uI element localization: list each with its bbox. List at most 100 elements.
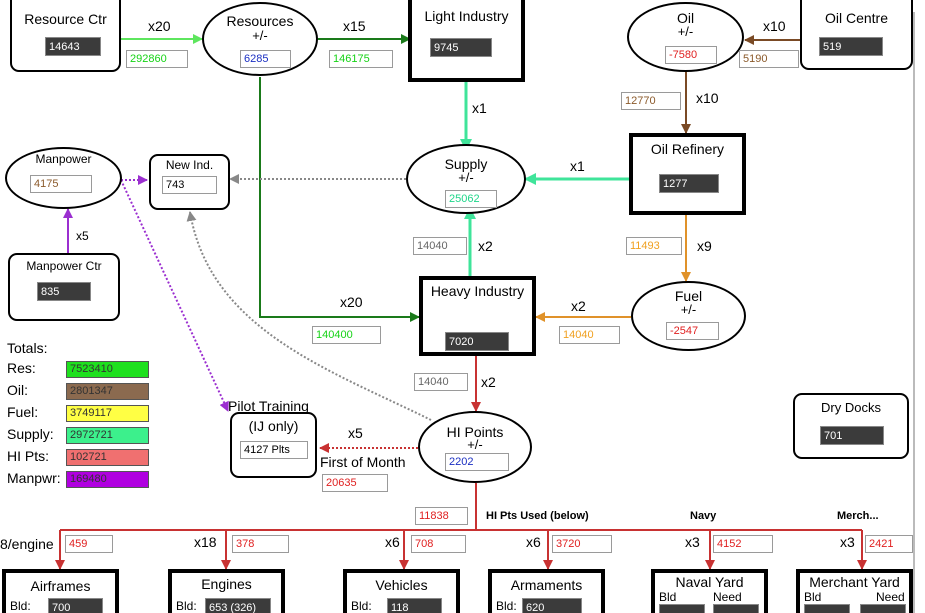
flow-oc-to-oil-value[interactable]: 5190	[739, 50, 799, 68]
resources-value[interactable]: 6285	[240, 50, 291, 68]
oil-centre-value[interactable]: 519	[819, 37, 883, 56]
naval-yard-node[interactable]: Naval Yard Bld Need	[651, 569, 768, 613]
totals-value[interactable]: 3749117	[66, 405, 149, 422]
fuel-value[interactable]: -2547	[666, 322, 719, 340]
totals-label: Oil:	[7, 382, 28, 398]
arrow-manpower-to-pilot-training	[120, 179, 229, 412]
airframes-bld-value[interactable]: 700	[48, 598, 103, 613]
dry-docks-node[interactable]: Dry Docks 701	[793, 393, 909, 459]
oil-plusminus: +/-	[677, 24, 694, 39]
totals-label: Manpwr:	[7, 470, 61, 486]
oil-centre-node[interactable]: Oil Centre 519	[800, 0, 913, 70]
manpower-ctr-value[interactable]: 835	[37, 282, 91, 301]
engines-node[interactable]: Engines Bld: 653 (326)	[168, 569, 285, 613]
flow-rc-to-res-mult: x20	[148, 18, 171, 34]
hi-points-title: HI Points	[446, 424, 504, 440]
vehicles-used-value[interactable]: 708	[411, 535, 466, 553]
airframes-title: Airframes	[30, 578, 91, 594]
resource-ctr-value[interactable]: 14643	[45, 37, 101, 56]
pilot-training-node[interactable]: (IJ only) 4127 Plts	[230, 412, 317, 478]
armaments-bld-label: Bld:	[496, 599, 517, 613]
engines-used-value[interactable]: 378	[232, 535, 289, 553]
hi-points-node[interactable]: HI Points +/- 2202	[418, 411, 532, 483]
oil-node[interactable]: Oil +/- -7580	[627, 2, 744, 72]
totals-value[interactable]: 2801347	[66, 383, 149, 400]
flow-rc-to-res-value[interactable]: 292860	[126, 50, 188, 68]
totals-label: HI Pts:	[7, 448, 50, 464]
armaments-node[interactable]: Armaments Bld: 620	[488, 569, 605, 613]
totals-value[interactable]: 102721	[66, 449, 149, 466]
light-industry-node[interactable]: Light Industry 9745	[408, 0, 525, 82]
engines-bld-value[interactable]: 653 (326)	[205, 598, 271, 613]
flow-hip-used-value[interactable]: 11838	[415, 507, 468, 525]
supply-node[interactable]: Supply +/- 25062	[406, 144, 526, 214]
fuel-title: Fuel	[674, 288, 703, 304]
manpower-value[interactable]: 4175	[30, 175, 92, 193]
vehicles-title: Vehicles	[375, 577, 428, 593]
armaments-used-value[interactable]: 3720	[552, 535, 612, 553]
heavy-industry-value[interactable]: 7020	[445, 332, 509, 351]
armaments-mult: x6	[526, 534, 541, 550]
vehicles-mult: x6	[385, 534, 400, 550]
flow-hi-to-supply-mult: x2	[478, 238, 493, 254]
oil-refinery-value[interactable]: 1277	[659, 174, 719, 193]
manpower-node[interactable]: Manpower 4175	[5, 147, 122, 209]
manpower-ctr-node[interactable]: Manpower Ctr 835	[8, 253, 120, 321]
armaments-bld-value[interactable]: 620	[522, 598, 582, 613]
flow-oil-to-ref-mult: x10	[696, 90, 719, 106]
manpower-title: Manpower	[35, 152, 92, 166]
resources-node[interactable]: Resources +/- 6285	[202, 2, 318, 76]
new-ind-value[interactable]: 743	[162, 176, 217, 194]
new-ind-node[interactable]: New Ind. 743	[149, 154, 230, 210]
totals-value[interactable]: 7523410	[66, 361, 149, 378]
pilot-training-value[interactable]: 4127 Plts	[240, 441, 308, 459]
engines-bld-label: Bld:	[176, 599, 197, 613]
oil-value[interactable]: -7580	[665, 46, 717, 64]
merchant-yard-need-value[interactable]	[860, 604, 906, 613]
airframes-node[interactable]: Airframes Bld: 700	[2, 569, 119, 613]
engines-title: Engines	[201, 576, 252, 592]
first-of-month-value[interactable]: 20635	[322, 474, 388, 492]
arrow-resources-to-heavy-industry	[259, 77, 420, 322]
pilot-training-title: Pilot Training	[228, 398, 309, 414]
flow-res-to-hi-value[interactable]: 140400	[312, 326, 381, 344]
supply-value[interactable]: 25062	[445, 190, 497, 208]
totals-value[interactable]: 2972721	[66, 427, 149, 444]
oil-refinery-node[interactable]: Oil Refinery 1277	[629, 133, 746, 215]
flow-fuel-to-hi-value[interactable]: 14040	[559, 326, 620, 344]
dry-docks-title: Dry Docks	[821, 400, 881, 415]
hi-points-value[interactable]: 2202	[445, 453, 509, 471]
flow-fuel-to-hi-mult: x2	[571, 298, 586, 314]
dry-docks-value[interactable]: 701	[820, 426, 884, 445]
merchant-yard-bld-value[interactable]	[804, 604, 850, 613]
supply-plusminus: +/-	[458, 170, 474, 185]
naval-yard-bld-value[interactable]	[659, 604, 705, 613]
flow-mp-ctr-mult: x5	[76, 229, 89, 243]
airframes-used-value[interactable]: 459	[65, 535, 113, 553]
flow-hi-to-hip-value[interactable]: 14040	[414, 373, 468, 391]
naval-yard-used-value[interactable]: 4152	[713, 535, 773, 553]
totals-label: Supply:	[7, 426, 54, 442]
engine-note-label: 8/engine	[0, 536, 54, 552]
heavy-industry-node[interactable]: Heavy Industry 7020	[419, 276, 536, 356]
flow-navy-label: Navy	[690, 510, 717, 522]
merchant-yard-node[interactable]: Merchant Yard Bld Need	[796, 569, 913, 613]
naval-yard-need-value[interactable]	[713, 604, 759, 613]
light-industry-value[interactable]: 9745	[430, 38, 492, 57]
totals-value[interactable]: 169480	[66, 471, 149, 488]
vehicles-node[interactable]: Vehicles Bld: 118	[343, 569, 460, 613]
resource-ctr-node[interactable]: Resource Ctr 14643	[10, 0, 121, 72]
resources-title: Resources	[226, 13, 294, 29]
flow-res-to-li-value[interactable]: 146175	[329, 50, 393, 68]
fuel-node[interactable]: Fuel +/- -2547	[631, 281, 746, 351]
flow-hi-to-supply-value[interactable]: 14040	[413, 237, 467, 255]
flow-oil-to-ref-value[interactable]: 12770	[621, 92, 681, 110]
flow-ref-to-fuel-value[interactable]: 11493	[626, 237, 682, 255]
naval-yard-need-label: Need	[713, 590, 742, 604]
vehicles-bld-value[interactable]: 118	[387, 598, 442, 613]
pilot-training-subtitle: (IJ only)	[248, 418, 299, 434]
flow-res-to-li-mult: x15	[343, 18, 366, 34]
merchant-yard-used-value[interactable]: 2421	[865, 535, 913, 553]
